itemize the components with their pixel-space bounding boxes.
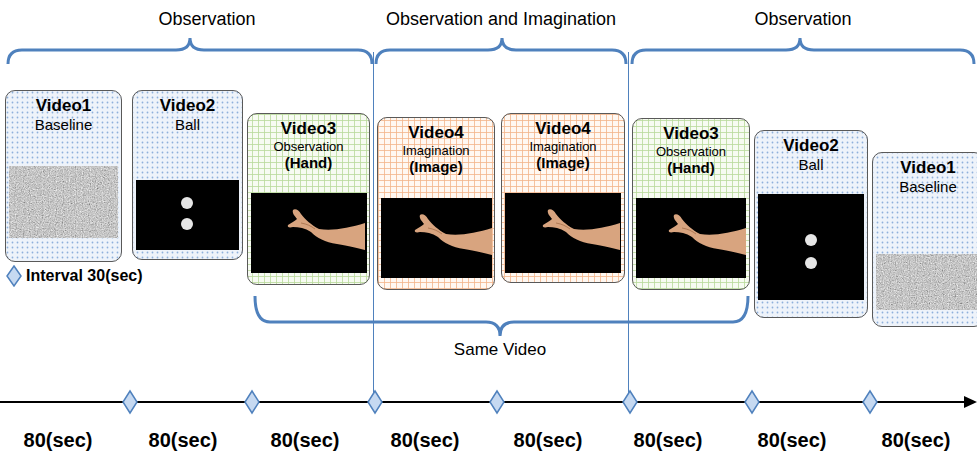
video-title: Video3: [281, 119, 336, 139]
video-box: Video4Imagination(Image): [501, 113, 625, 283]
video-title: Video4: [408, 123, 463, 143]
phase-label: Observation: [754, 9, 851, 30]
video-caption: Baseline: [35, 116, 93, 134]
video-box: Video1Baseline: [5, 90, 122, 262]
duration-label: 80(sec): [271, 429, 340, 452]
duration-label: 80(sec): [149, 429, 218, 452]
legend-text: Interval 30(sec): [26, 267, 143, 285]
video-box: Video2Ball: [754, 130, 868, 318]
legend-swatch: [6, 265, 22, 287]
video-caption: (Image): [536, 154, 589, 172]
video-title: Video2: [160, 96, 215, 116]
duration-label: 80(sec): [514, 429, 583, 452]
video-caption: Observation: [273, 139, 343, 154]
video-caption: (Image): [409, 158, 462, 176]
video-caption: Imagination: [402, 143, 469, 158]
video-caption: Observation: [656, 144, 726, 159]
video-box: Video3Observation(Hand): [247, 113, 370, 285]
video-title: Video2: [783, 136, 838, 156]
video-box: Video2Ball: [132, 90, 243, 260]
duration-label: 80(sec): [882, 429, 951, 452]
video-caption: Baseline: [899, 178, 957, 196]
video-title: Video1: [36, 96, 91, 116]
video-caption: Imagination: [529, 139, 596, 154]
video-title: Video1: [900, 158, 955, 178]
video-caption: (Hand): [285, 154, 333, 172]
video-caption: Ball: [175, 116, 200, 134]
legend-entry: Interval 30(sec): [6, 265, 143, 287]
video-caption: Ball: [798, 156, 823, 174]
video-box: Video4Imagination(Image): [377, 117, 495, 290]
duration-label: 80(sec): [634, 429, 703, 452]
duration-label: 80(sec): [758, 429, 827, 452]
bracket-label: Same Video: [454, 340, 546, 360]
phase-label: Observation and Imagination: [386, 9, 616, 30]
video-caption: (Hand): [667, 159, 715, 177]
duration-label: 80(sec): [24, 429, 93, 452]
phase-label: Observation: [158, 9, 255, 30]
video-title: Video4: [535, 119, 590, 139]
video-title: Video3: [663, 124, 718, 144]
duration-label: 80(sec): [391, 429, 460, 452]
video-box: Video1Baseline: [872, 152, 977, 327]
video-box: Video3Observation(Hand): [632, 118, 750, 290]
